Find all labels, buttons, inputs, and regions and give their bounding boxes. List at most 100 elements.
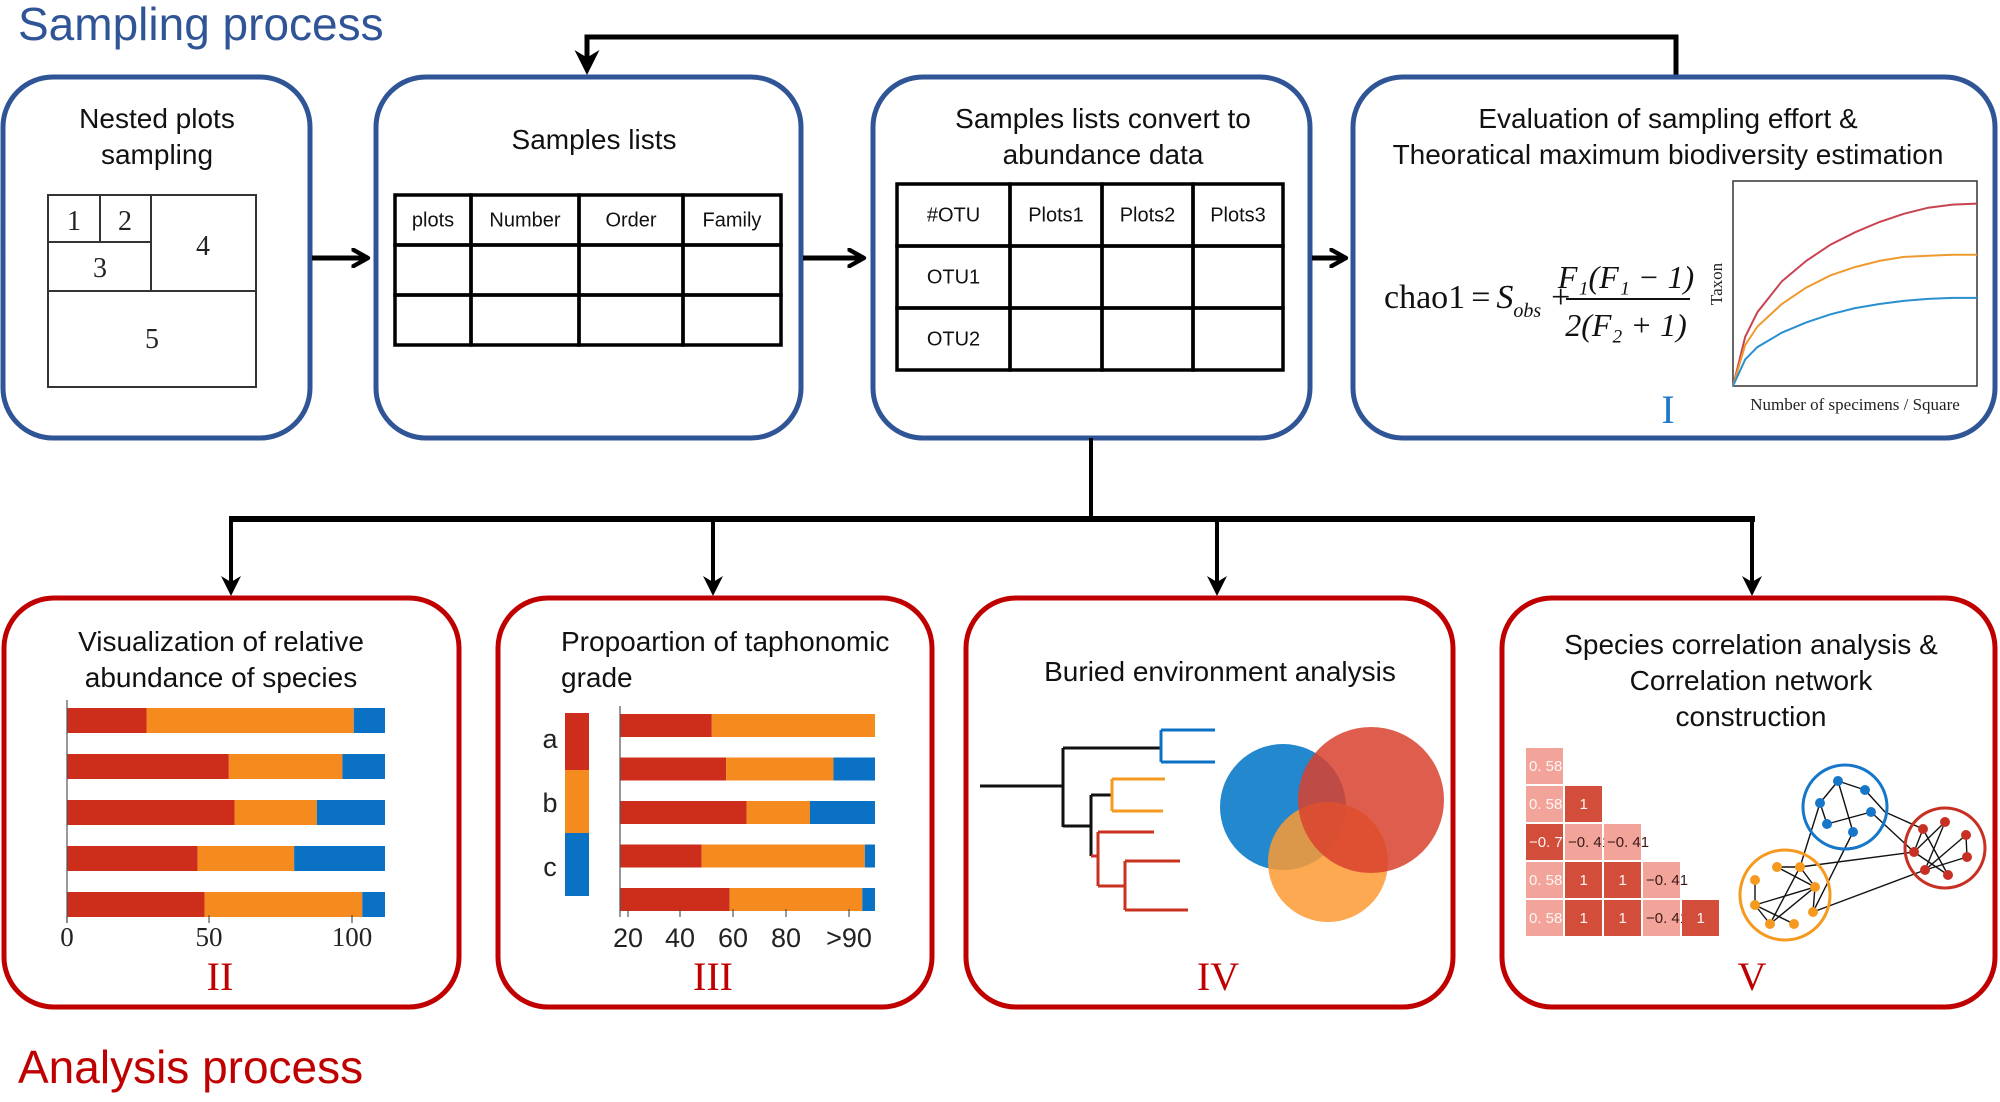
x-tick-label: 80 [771, 923, 801, 953]
nested-plot-diagram: 1 2 3 4 5 [47, 194, 257, 388]
network-node-orange [1795, 862, 1805, 872]
network-edge [1924, 856, 1968, 871]
venn-circle-red [1298, 727, 1444, 873]
step-sampling-effort-evaluation: Evaluation of sampling effort & Theorati… [1350, 74, 1998, 441]
step-title-line: Propoartion of taphonomic [561, 626, 889, 657]
step-buried-environment: Buried environment analysis IV [963, 595, 1456, 1010]
bar-segment-c [833, 757, 875, 781]
x-tick-label: 0 [60, 922, 74, 952]
bar-segment-b [711, 714, 875, 737]
x-tick-label: 60 [718, 923, 748, 953]
network-node-red [1961, 830, 1971, 840]
heatmap-cell [1643, 900, 1680, 936]
analysis-process-heading: Analysis process [18, 1041, 363, 1093]
heatmap-value: 1 [1697, 910, 1705, 927]
bar-segment-red [67, 708, 147, 733]
chart-frame [1732, 180, 1978, 387]
table-header-label: #OTU [927, 204, 980, 226]
plot-label: 4 [196, 231, 210, 262]
x-tick-label: >90 [826, 923, 872, 953]
x-tick-label: 50 [196, 922, 223, 952]
network-node-orange [1772, 862, 1782, 872]
formula-equals: = [1471, 279, 1490, 316]
legend-swatch-a [565, 713, 589, 770]
cluster-ring-orange [1738, 848, 1832, 942]
formula-chao1: chao1 [1384, 279, 1465, 316]
network-node-red [1909, 847, 1919, 857]
table-cell [1191, 306, 1285, 372]
table-cell [681, 293, 783, 347]
heatmap-cell [1565, 786, 1602, 822]
cluster-ring-red [1903, 806, 1987, 890]
bar-segment-red [67, 800, 235, 825]
heatmap-cell [1565, 824, 1602, 860]
step-box [0, 74, 313, 441]
bar-segment-b [729, 888, 863, 911]
heatmap-cell [1526, 862, 1563, 898]
heatmap-value: −0. 7 [1529, 834, 1563, 851]
heatmap-cell [1526, 786, 1563, 822]
rarefaction-curve-orange [1732, 253, 1977, 387]
heatmap-value: 1 [1619, 910, 1627, 927]
legend-swatch-c [565, 833, 589, 896]
y-axis-label: Taxon [1707, 262, 1726, 305]
heatmap-cell [1643, 862, 1680, 898]
sampling-process-heading: Sampling process [18, 0, 384, 50]
network-node-orange [1789, 919, 1799, 929]
formula-s: S [1496, 279, 1513, 316]
network-node-red [1962, 852, 1972, 862]
rarefaction-chart: Taxon Number of specimens / Square [1707, 180, 1978, 414]
step-abundance-data: Samples lists convert to abundance data … [870, 74, 1313, 441]
network-node-blue [1848, 827, 1858, 837]
rarefaction-curve-blue [1732, 296, 1977, 387]
heatmap-cell [1526, 900, 1563, 936]
bar-segment-a [620, 801, 747, 824]
step-roman-numeral: V [1738, 954, 1767, 999]
network-node-orange [1750, 900, 1760, 910]
step-title-line: abundance of species [85, 662, 357, 693]
bar-segment-orange [197, 846, 295, 871]
table-header-label: Plots3 [1210, 204, 1266, 226]
formula-numerator: F₁(F₁ − 1) [1557, 259, 1694, 295]
table-header-label: Plots1 [1028, 204, 1084, 226]
network-node-blue [1860, 785, 1870, 795]
bar-segment-orange [228, 754, 343, 779]
heatmap-value: −0. 41 [1646, 910, 1688, 927]
network-edge [1837, 780, 1854, 833]
table-cell-label: OTU2 [927, 328, 980, 350]
chao1-formula: chao1=Sobs+ F₁(F₁ − 1) 2(F₂ + 1) [1384, 259, 1694, 343]
heatmap-cell [1526, 748, 1563, 784]
step-title-line: Buried environment analysis [1044, 656, 1396, 687]
network-edge [1913, 821, 1946, 853]
heatmap-cell [1565, 900, 1602, 936]
table-header-label: Family [703, 209, 762, 231]
network-edge [1870, 811, 1915, 853]
step-roman-numeral: IV [1197, 954, 1239, 999]
bar-segment-red [67, 846, 198, 871]
bar-segment-b [701, 844, 865, 868]
step-title-line: Nested plots [79, 103, 235, 134]
bar-segment-c [862, 888, 875, 911]
heatmap-value: 1 [1580, 796, 1588, 813]
tree-clade-red [1091, 830, 1188, 912]
legend-swatch-b [565, 770, 589, 833]
network-edge [1913, 851, 1949, 876]
tree-branch-black [980, 746, 1161, 856]
network-node-blue [1833, 776, 1843, 786]
formula-sub-obs: obs [1513, 300, 1541, 322]
heatmap-value: 0. 58 [1529, 910, 1562, 927]
network-edge [1769, 886, 1816, 925]
table-header-label: Order [605, 209, 656, 231]
network-node-blue [1866, 807, 1876, 817]
step-roman-numeral: II [207, 954, 234, 999]
heatmap-value: −0. 41 [1568, 834, 1610, 851]
heatmap-value: 1 [1580, 872, 1588, 889]
bar-segment-blue [353, 708, 385, 733]
step-roman-numeral: I [1661, 387, 1674, 432]
